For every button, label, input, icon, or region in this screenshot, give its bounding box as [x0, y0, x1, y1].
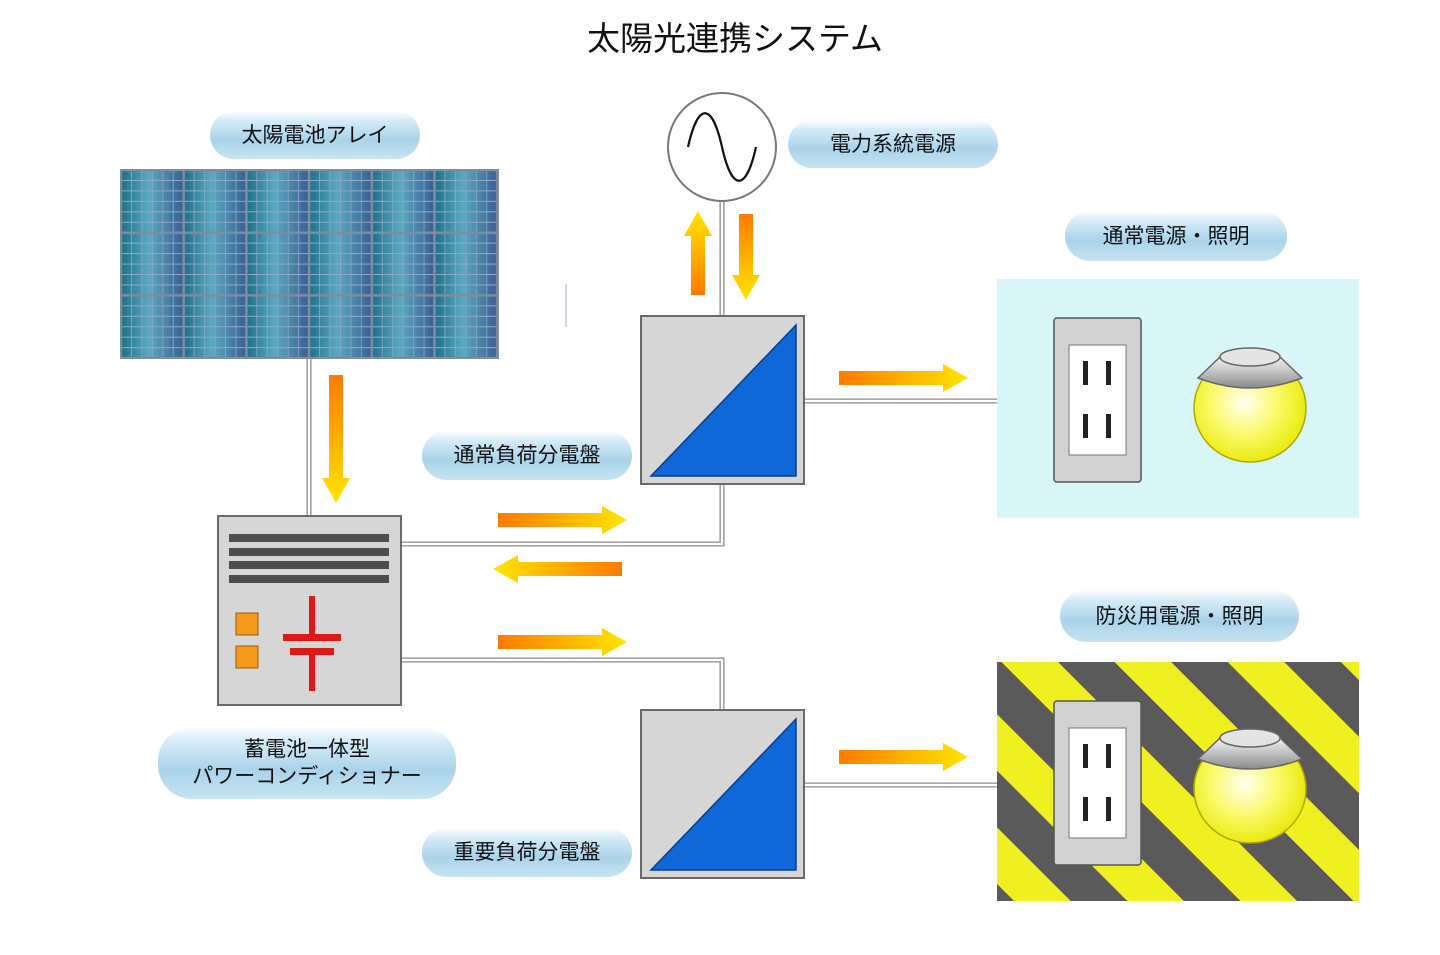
- arrow-to-grid: [684, 211, 712, 295]
- label-critical-load-panel: 重要負荷分電盤: [422, 828, 632, 877]
- label-solar-array-text: 太陽電池アレイ: [241, 122, 389, 147]
- label-grid-power-text: 電力系統電源: [830, 131, 956, 156]
- critical-load-panel-icon: [640, 709, 805, 879]
- label-battery-pcs-line2: パワーコンディショナー: [192, 764, 422, 788]
- wire-pcs-to-critical-panel: [401, 657, 725, 710]
- lamp-icon: [1193, 728, 1307, 844]
- diagram-title: 太陽光連携システム: [586, 19, 883, 58]
- arrow-from-grid: [732, 214, 760, 300]
- label-normal-power-lighting: 通常電源・照明: [1065, 211, 1287, 261]
- arrow-to-normal-loads: [839, 364, 968, 392]
- grid-source-icon: [667, 92, 777, 202]
- outlet-icon: [1053, 700, 1142, 866]
- arrow-to-critical-loads: [839, 743, 968, 771]
- arrow-pcs-to-critical-panel: [498, 628, 627, 656]
- label-normal-load-panel: 通常負荷分電盤: [422, 431, 632, 480]
- label-grid-power: 電力系統電源: [788, 120, 998, 168]
- solar-array: [120, 169, 499, 359]
- label-disaster-power-lighting-text: 防災用電源・照明: [1095, 603, 1264, 628]
- critical-load-area: [997, 662, 1359, 901]
- arrow-solar-to-pcs: [322, 375, 350, 503]
- lamp-icon: [1193, 347, 1307, 463]
- arrow-pcs-to-normal-panel: [498, 506, 627, 534]
- label-disaster-power-lighting: 防災用電源・照明: [1060, 590, 1299, 642]
- label-battery-pcs: 蓄電池一体型 パワーコンディショナー: [158, 727, 456, 799]
- battery-symbol: [283, 596, 341, 691]
- indicator-lamp: [235, 612, 259, 636]
- label-normal-power-lighting-text: 通常電源・照明: [1102, 223, 1250, 248]
- normal-load-panel-icon: [640, 315, 805, 485]
- normal-load-area: [997, 279, 1359, 518]
- label-solar-array: 太陽電池アレイ: [210, 111, 420, 159]
- label-battery-pcs-line1: 蓄電池一体型: [244, 737, 370, 761]
- arrow-normal-panel-to-pcs: [493, 555, 622, 583]
- label-critical-load-panel-text: 重要負荷分電盤: [453, 840, 601, 864]
- flow-arrows: [322, 211, 968, 771]
- outlet-icon: [1053, 317, 1142, 483]
- battery-pcs-icon: [217, 515, 402, 706]
- indicator-lamp: [235, 645, 259, 669]
- label-normal-load-panel-text: 通常負荷分電盤: [453, 443, 601, 467]
